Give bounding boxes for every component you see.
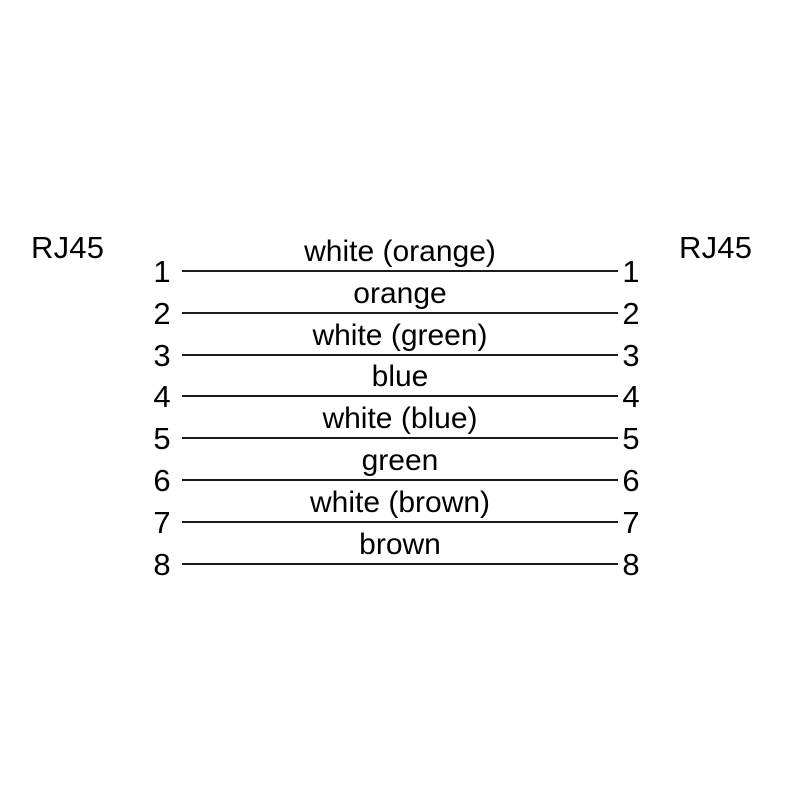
wire-color-label: blue bbox=[371, 360, 429, 394]
wire-line bbox=[182, 562, 618, 565]
pin-number-left: 8 bbox=[153, 546, 171, 582]
wire-color-label: orange bbox=[353, 276, 447, 310]
wire-line bbox=[182, 311, 618, 314]
pin-number-right: 3 bbox=[622, 337, 640, 373]
pin-number-right: 5 bbox=[622, 421, 640, 457]
wire-color-label: green bbox=[361, 444, 439, 477]
pin-number-right: 7 bbox=[622, 504, 640, 540]
pin-number-right: 1 bbox=[622, 254, 640, 289]
wire-row: white (brown) 7 7 bbox=[0, 485, 800, 538]
wire-row: orange 2 2 bbox=[0, 276, 800, 329]
pin-number-left: 1 bbox=[153, 254, 171, 289]
pin-number-right: 4 bbox=[622, 379, 640, 415]
wire-row: white (blue) 5 5 bbox=[0, 402, 800, 455]
wire-color-label: white (brown) bbox=[309, 485, 491, 519]
wire-line bbox=[182, 395, 618, 398]
pin-number-left: 6 bbox=[153, 463, 171, 498]
wire-row: brown 8 8 bbox=[0, 527, 800, 580]
connector-label-left: RJ45 bbox=[31, 230, 105, 265]
wire-color-label: white (green) bbox=[312, 318, 488, 352]
pin-number-left: 3 bbox=[153, 337, 171, 373]
pin-number-right: 8 bbox=[622, 546, 640, 582]
pin-number-left: 2 bbox=[153, 295, 171, 331]
wire-row: blue 4 4 bbox=[0, 360, 800, 413]
wire-color-label: white (orange) bbox=[304, 235, 496, 268]
wire-row: white (orange) 1 1 bbox=[0, 235, 800, 288]
wire-row: white (green) 3 3 bbox=[0, 318, 800, 371]
pin-number-right: 6 bbox=[622, 463, 640, 498]
pin-number-right: 2 bbox=[622, 295, 640, 331]
wire-color-label: brown bbox=[359, 527, 441, 561]
pin-number-left: 5 bbox=[153, 421, 171, 457]
wire-row: green 6 6 bbox=[0, 444, 800, 497]
pin-number-left: 4 bbox=[153, 379, 171, 415]
connector-label-right: RJ45 bbox=[679, 230, 753, 265]
wire-line bbox=[182, 353, 618, 356]
wire-line bbox=[182, 437, 618, 440]
wire-color-label: white (blue) bbox=[322, 402, 478, 436]
wire-line bbox=[182, 479, 618, 481]
wire-line bbox=[182, 520, 618, 523]
pin-number-left: 7 bbox=[153, 504, 171, 540]
wire-line bbox=[182, 270, 618, 272]
